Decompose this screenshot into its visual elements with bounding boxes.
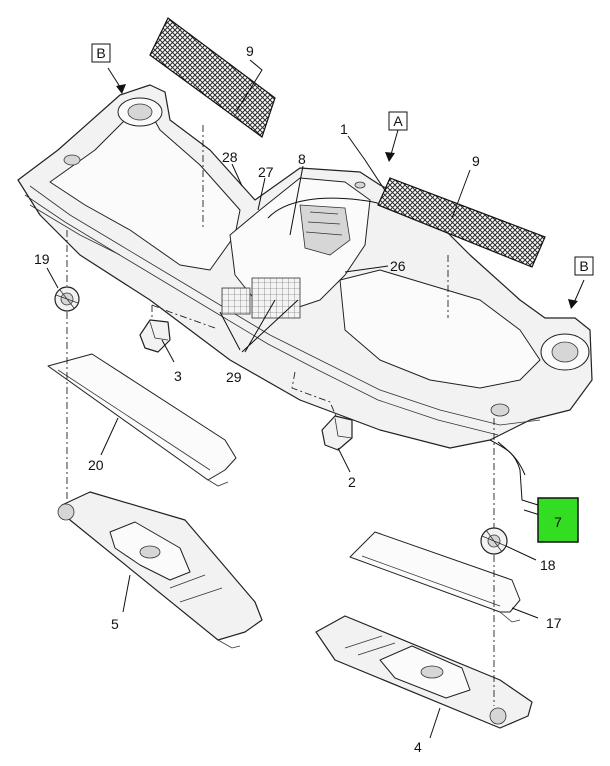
highlight-part-7 [537,497,579,543]
callout-5: 5 [111,616,119,632]
callout-7: 7 [554,514,562,530]
callout-20: 20 [88,457,104,473]
visor-bracket-19 [54,286,80,312]
leader-lines [46,59,541,739]
callout-4: 4 [414,739,422,755]
view-arrows [107,67,585,309]
view-label-b-left: B [96,45,105,61]
callout-8: 8 [298,151,306,167]
mesh-pad-right [377,177,546,268]
callout-2: 2 [348,474,356,490]
retainer-clip-3 [139,319,171,353]
callout-17: 17 [546,615,562,631]
callout-18: 18 [540,557,556,573]
callout-1: 1 [340,121,348,137]
retainer-clip-2 [321,415,353,451]
sun-visor-4 [315,615,533,729]
callout-26: 26 [390,258,406,274]
visor-extension-20 [47,353,237,487]
mesh-pad-upper [149,17,276,138]
callout-19: 19 [34,251,50,267]
view-label-a-box [388,111,408,131]
visor-extension-17 [349,531,521,623]
sun-visor-5 [57,491,263,649]
overhead-console-panel [17,84,593,506]
view-label-b-right: B [579,258,588,274]
callout-9-right: 9 [472,153,480,169]
alignment-lines [66,125,495,706]
callout-9-upper: 9 [246,43,254,59]
callout-29: 29 [226,369,242,385]
callout-28: 28 [222,149,238,165]
callout-3: 3 [174,368,182,384]
view-label-a: A [393,113,403,129]
visor-bracket-18 [480,527,508,555]
view-label-b-left-box [91,43,111,63]
callout-27: 27 [258,164,274,180]
view-label-b-right-box [574,256,594,276]
